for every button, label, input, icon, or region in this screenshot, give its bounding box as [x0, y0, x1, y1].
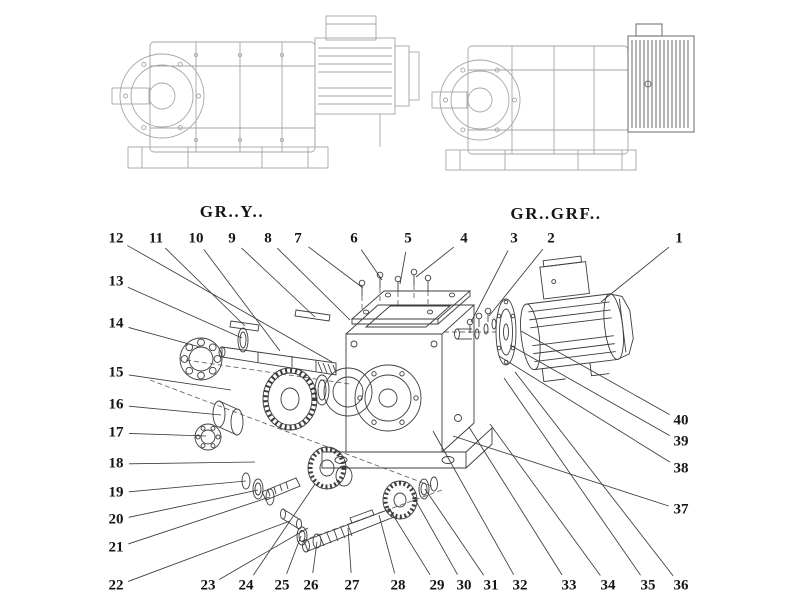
callout-11: 11 [146, 230, 166, 247]
callout-17: 17 [106, 424, 126, 441]
callout-15: 15 [106, 364, 126, 381]
callout-30: 30 [454, 577, 474, 594]
exploded-view [149, 255, 634, 553]
callout-29: 29 [427, 577, 447, 594]
gear-cluster-group [194, 367, 373, 530]
callout-19: 19 [106, 484, 126, 501]
callout-9: 9 [226, 230, 238, 247]
callout-39: 39 [671, 433, 691, 450]
callout-6: 6 [348, 230, 360, 247]
callout-1: 1 [673, 230, 685, 247]
callout-35: 35 [638, 577, 658, 594]
callout-16: 16 [106, 396, 126, 413]
model-label-gr-y: GR..Y.. [199, 202, 265, 221]
callout-34: 34 [598, 577, 618, 594]
motor-group [520, 255, 634, 383]
input-flange-group [454, 298, 517, 366]
callout-40: 40 [671, 412, 691, 429]
lower-shaft-group [296, 476, 438, 553]
callout-26: 26 [301, 577, 321, 594]
callout-10: 10 [186, 230, 206, 247]
callout-12: 12 [106, 230, 126, 247]
callout-2: 2 [545, 230, 557, 247]
callout-33: 33 [559, 577, 579, 594]
gearmotor-drawing-gr-grf [431, 23, 695, 171]
callout-20: 20 [106, 511, 126, 528]
callout-7: 7 [292, 230, 304, 247]
callout-27: 27 [342, 577, 362, 594]
callout-32: 32 [510, 577, 530, 594]
output-shaft-group [179, 309, 337, 381]
callout-36: 36 [671, 577, 691, 594]
ribbed-cover [627, 23, 695, 133]
callout-25: 25 [272, 577, 292, 594]
callout-38: 38 [671, 460, 691, 477]
callout-23: 23 [198, 577, 218, 594]
callout-22: 22 [106, 577, 126, 594]
gearmotor-drawing-gr-y [111, 15, 420, 169]
callout-3: 3 [508, 230, 520, 247]
leader-lines [127, 245, 674, 582]
model-label-gr-grf: GR..GRF.. [510, 204, 602, 223]
callout-4: 4 [458, 230, 470, 247]
callout-5: 5 [402, 230, 414, 247]
callout-13: 13 [106, 273, 126, 290]
callout-37: 37 [671, 501, 691, 518]
callout-8: 8 [262, 230, 274, 247]
callout-21: 21 [106, 539, 126, 556]
callout-18: 18 [106, 455, 126, 472]
callout-28: 28 [388, 577, 408, 594]
housing-group [321, 268, 493, 469]
callout-24: 24 [236, 577, 256, 594]
callout-31: 31 [481, 577, 501, 594]
callout-14: 14 [106, 315, 126, 332]
